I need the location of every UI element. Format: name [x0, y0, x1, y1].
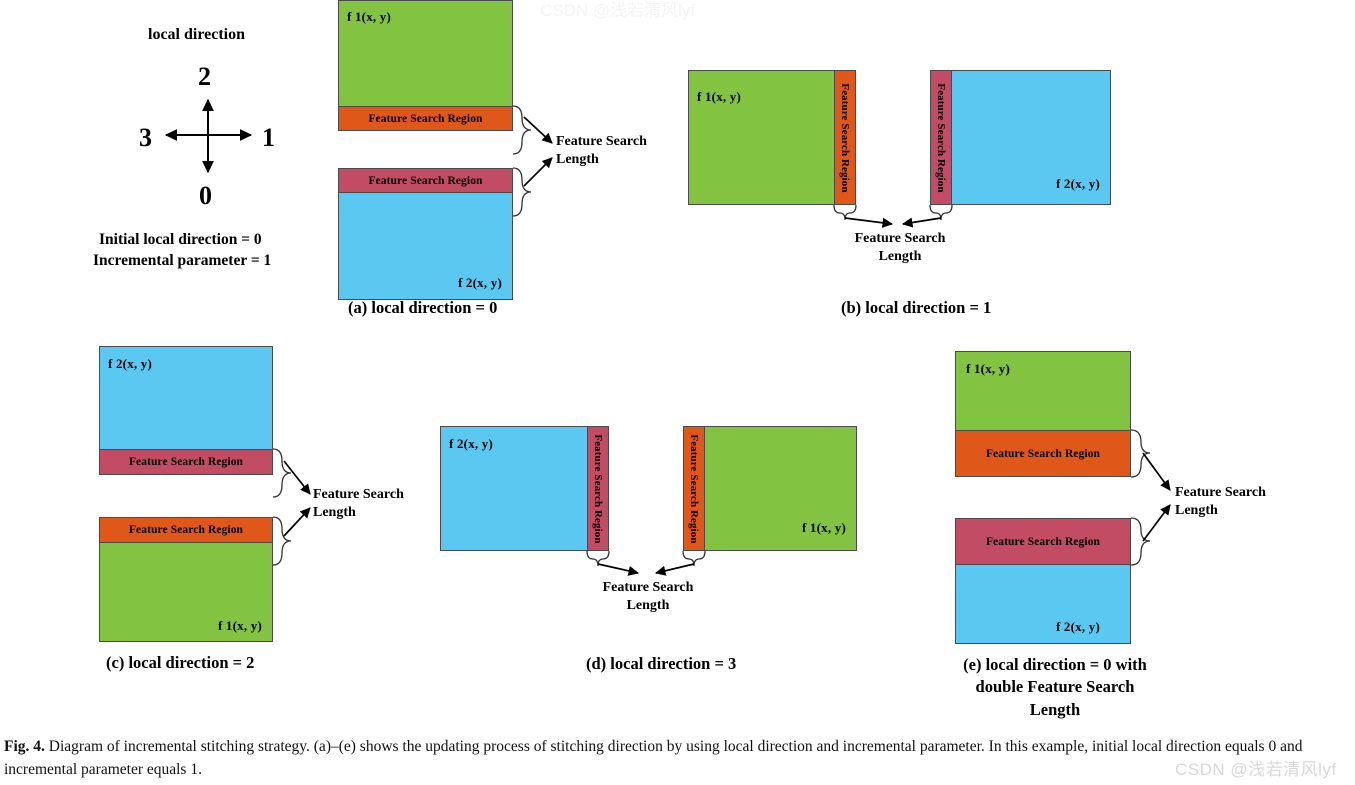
- panel-c-feature-search-length-label: Feature Search Length: [313, 486, 453, 521]
- panel-e-f1-label: f 1(x, y): [966, 361, 1011, 376]
- panel-a-leader-arrows: [523, 116, 553, 187]
- panel-b-image-f1: f 1(x, y): [688, 70, 835, 205]
- panel-b-feature-search-length-label: Feature Search Length: [830, 230, 970, 265]
- compass-arrows: [164, 98, 253, 174]
- panel-e-caption-line1: (e) local direction = 0 with: [963, 655, 1147, 674]
- panel-e-feature-search-region-f2: Feature Search Region: [955, 518, 1131, 565]
- panel-e-fsr-f1-label: Feature Search Region: [985, 447, 1101, 460]
- panel-a-f2-label: f 2(x, y): [457, 275, 502, 290]
- panel-b-feature-search-region-f2: Feature Search Region: [930, 70, 952, 205]
- panel-c-feature-search-region-f2: Feature Search Region: [99, 449, 273, 475]
- panel-c-image-f1: f 1(x, y): [99, 542, 273, 642]
- panel-c-fsr-f1-label: Feature Search Region: [128, 524, 244, 536]
- panel-d-f1-label: f 1(x, y): [801, 520, 846, 535]
- panel-e-feature-search-region-f1: Feature Search Region: [955, 430, 1131, 477]
- panel-e-leader-arrows: [1142, 452, 1171, 542]
- panel-b-fsr-f1-label: Feature Search Region: [839, 82, 851, 193]
- watermark-artifact-top: CSDN @浅若清风lyf: [540, 1, 696, 20]
- panel-b-connectors: [833, 204, 953, 221]
- panel-d-feature-search-region-f1: Feature Search Region: [683, 426, 705, 551]
- panel-e-image-f2: f 2(x, y): [955, 564, 1131, 644]
- panel-c-f2-label: f 2(x, y): [108, 356, 153, 371]
- panel-b-f1-label: f 1(x, y): [697, 89, 742, 104]
- panel-c-f1-label: f 1(x, y): [217, 618, 262, 633]
- incremental-parameter-note: Incremental parameter = 1: [93, 252, 272, 269]
- panel-c-image-f2: f 2(x, y): [99, 346, 273, 450]
- panel-d-feature-search-length-label: Feature Search Length: [578, 579, 718, 614]
- panel-d-fsl-line2: Length: [626, 597, 670, 613]
- direction-label-down: 0: [199, 181, 212, 210]
- panel-d-caption: (d) local direction = 3: [586, 654, 737, 673]
- panel-a-fsl-line2: Length: [556, 151, 599, 167]
- panel-a-feature-search-region-f1: Feature Search Region: [338, 106, 513, 131]
- figure-caption-body: Diagram of incremental stitching strateg…: [4, 738, 1303, 779]
- panel-c-leader-arrows: [283, 460, 311, 537]
- panel-a-fsr-f2-label: Feature Search Region: [368, 174, 483, 187]
- panel-d-leader-arrows: [597, 563, 695, 576]
- panel-d-image-f1: f 1(x, y): [704, 426, 857, 551]
- panel-a-fsl-line1: Feature Search: [556, 134, 647, 149]
- panel-d-f2-label: f 2(x, y): [449, 436, 494, 451]
- panel-b-caption: (b) local direction = 1: [841, 298, 992, 317]
- panel-d-feature-search-region-f2: Feature Search Region: [587, 426, 609, 551]
- panel-a-feature-search-length-label: Feature Search Length: [556, 133, 696, 168]
- legend-title: local direction: [148, 26, 246, 43]
- panel-e-caption-line2: double Feature Search: [975, 677, 1135, 697]
- panel-e-fsl-line1: Feature Search: [1175, 485, 1266, 500]
- panel-b-feature-search-region-f1: Feature Search Region: [834, 70, 856, 205]
- panel-a-fsr-f1-label: Feature Search Region: [368, 112, 483, 125]
- direction-label-right: 1: [262, 123, 275, 152]
- panel-e-f2-label: f 2(x, y): [1055, 619, 1100, 634]
- panel-c-fsl-line2: Length: [313, 504, 356, 520]
- panel-e-fsl-line2: Length: [1175, 502, 1218, 518]
- panel-e-image-f1: f 1(x, y): [955, 351, 1131, 431]
- panel-c-fsl-line1: Feature Search: [313, 487, 404, 502]
- panel-d-fsl-line1: Feature Search: [602, 580, 694, 595]
- panel-c-caption: (c) local direction = 2: [106, 653, 255, 672]
- figure-caption: Fig. 4. Diagram of incremental stitching…: [4, 735, 1351, 782]
- panel-c-feature-search-region-f1: Feature Search Region: [99, 517, 273, 543]
- panel-e-caption: (e) local direction = 0 with double Feat…: [940, 654, 1170, 721]
- direction-label-left: 3: [139, 123, 152, 152]
- panel-e-feature-search-length-label: Feature Search Length: [1175, 484, 1315, 519]
- initial-local-direction-note: Initial local direction = 0: [99, 231, 262, 248]
- panel-b-fsl-line2: Length: [878, 248, 922, 264]
- panel-a-image-f2: f 2(x, y): [338, 192, 513, 300]
- panel-d-fsr-f2-label: Feature Search Region: [592, 433, 604, 544]
- panel-b-fsl-line1: Feature Search: [854, 231, 946, 246]
- panel-b-image-f2: f 2(x, y): [951, 70, 1111, 205]
- panel-a-connectors: [512, 105, 532, 217]
- panel-b-fsr-f2-label: Feature Search Region: [935, 82, 947, 193]
- panel-e-caption-line3: Length: [1029, 699, 1081, 719]
- panel-c-fsr-f2-label: Feature Search Region: [128, 456, 244, 468]
- figure-caption-prefix: Fig. 4.: [4, 738, 45, 755]
- panel-a-image-f1: f 1(x, y): [338, 0, 513, 107]
- panel-b-f2-label: f 2(x, y): [1055, 176, 1100, 191]
- panel-c-connectors: [272, 448, 292, 566]
- direction-label-up: 2: [198, 62, 211, 91]
- panel-e-connectors: [1130, 429, 1151, 566]
- panel-d-fsr-f1-label: Feature Search Region: [688, 433, 700, 544]
- panel-a-feature-search-region-f2: Feature Search Region: [338, 168, 513, 193]
- panel-e-fsr-f2-label: Feature Search Region: [985, 535, 1101, 548]
- panel-d-image-f2: f 2(x, y): [440, 426, 588, 551]
- panel-a-caption: (a) local direction = 0: [348, 298, 498, 317]
- panel-b-leader-arrows: [844, 217, 942, 228]
- panel-a-f1-label: f 1(x, y): [347, 9, 392, 24]
- panel-d-connectors: [586, 550, 706, 567]
